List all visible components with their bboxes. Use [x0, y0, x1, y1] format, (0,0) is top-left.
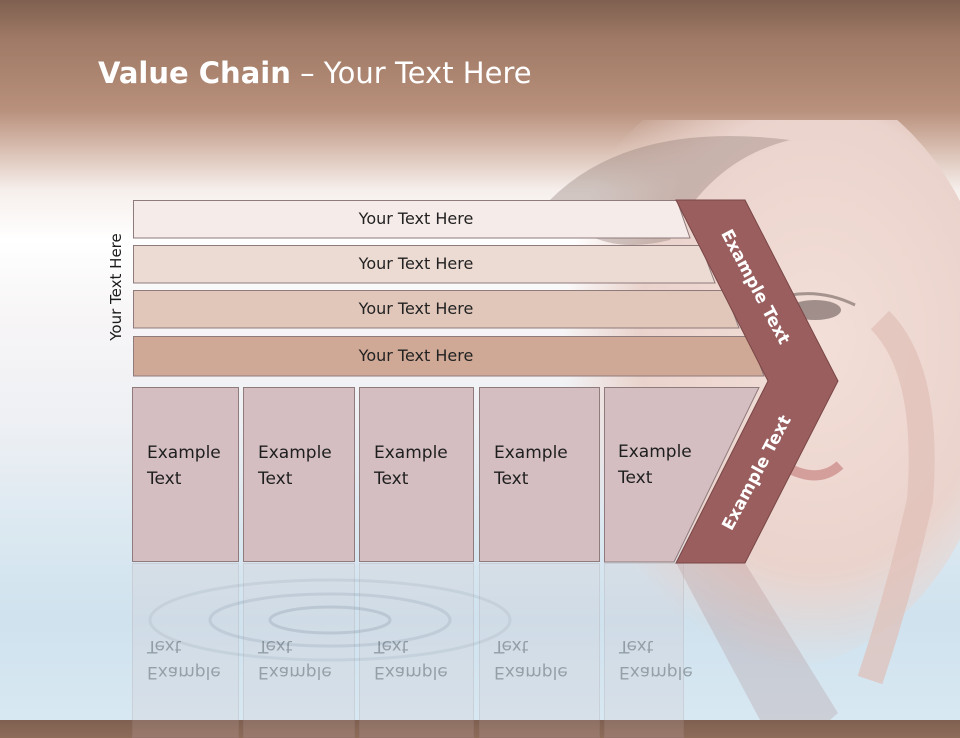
bar-4-shape — [133, 336, 765, 377]
column-4[interactable]: Example Text — [479, 387, 600, 562]
bar-2-label: Your Text Here — [358, 254, 474, 273]
column-3-text: Example Text — [374, 443, 448, 489]
column-1-text: Example Text — [147, 443, 221, 489]
column-1[interactable]: Example Text — [132, 387, 239, 562]
column-5-shape — [604, 387, 760, 563]
bar-2[interactable]: Your Text Here — [133, 245, 718, 284]
bar-4[interactable]: Your Text Here — [133, 336, 768, 377]
bar-2-shape — [133, 245, 716, 284]
bar-3[interactable]: Your Text Here — [133, 290, 743, 329]
column-4-text: Example Text — [494, 443, 568, 489]
column-5-text: Example Text — [618, 442, 692, 488]
slide-title: Value Chain – Your Text Here — [98, 56, 532, 90]
title-bold: Value Chain — [98, 56, 291, 90]
title-rest: – Your Text Here — [290, 56, 532, 90]
column-3[interactable]: Example Text — [359, 387, 474, 562]
bar-4-label: Your Text Here — [358, 346, 474, 365]
column-2[interactable]: Example Text — [243, 387, 355, 562]
bar-1[interactable]: Your Text Here — [133, 200, 693, 239]
bar-1-label: Your Text Here — [358, 209, 474, 228]
bar-3-label: Your Text Here — [358, 299, 474, 318]
background-water-ripple — [148, 578, 512, 662]
column-2-text: Example Text — [258, 443, 332, 489]
bar-3-shape — [133, 290, 740, 329]
bar-1-shape — [133, 200, 691, 239]
chevron-arrow[interactable] — [0, 0, 960, 720]
